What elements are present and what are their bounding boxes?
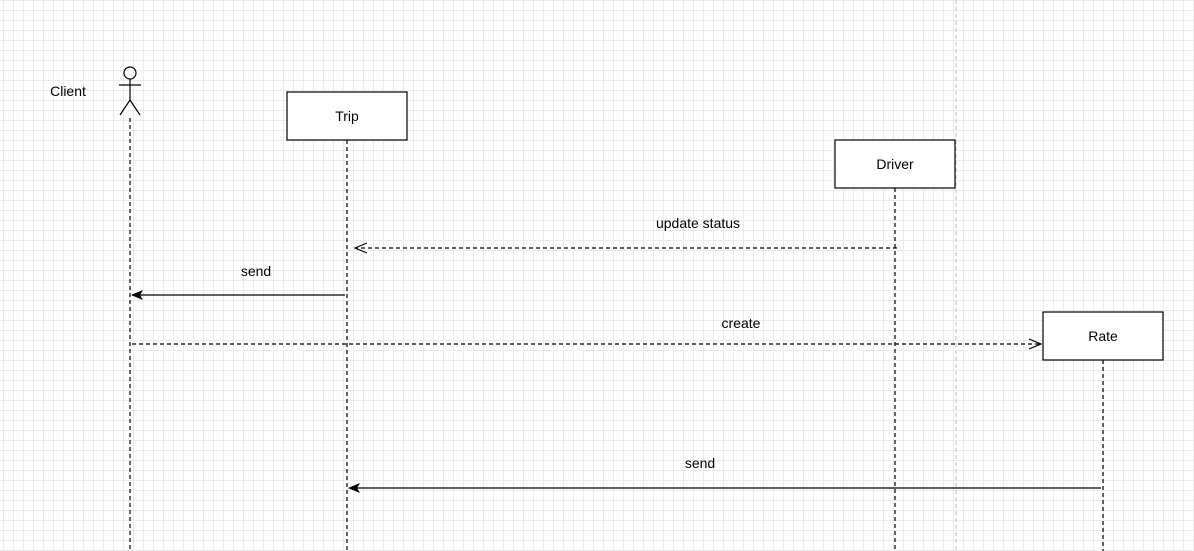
driver-participant[interactable]: Driver <box>834 139 956 189</box>
message-update-status-label: update status <box>656 215 740 231</box>
client-actor[interactable]: Client <box>50 66 141 116</box>
message-create-rate[interactable]: create <box>132 315 1041 344</box>
rate-participant-label: Rate <box>1088 328 1118 344</box>
stick-figure-actor-icon <box>119 66 141 116</box>
message-update-status[interactable]: update status <box>355 215 897 248</box>
driver-participant-label: Driver <box>876 156 914 172</box>
rate-participant-box <box>1042 311 1164 361</box>
trip-participant-box <box>286 91 408 141</box>
client-actor-label: Client <box>50 83 86 99</box>
message-send-trip-to-client-label: send <box>241 263 271 279</box>
message-send-rate-to-trip[interactable]: send <box>348 455 1101 493</box>
message-send-rate-to-trip-label: send <box>685 455 715 471</box>
message-send-trip-to-client[interactable]: send <box>131 263 345 300</box>
rate-participant[interactable]: Rate <box>1042 311 1164 361</box>
trip-participant-label: Trip <box>335 108 359 124</box>
trip-participant[interactable]: Trip <box>286 91 408 141</box>
message-create-rate-label: create <box>722 315 761 331</box>
